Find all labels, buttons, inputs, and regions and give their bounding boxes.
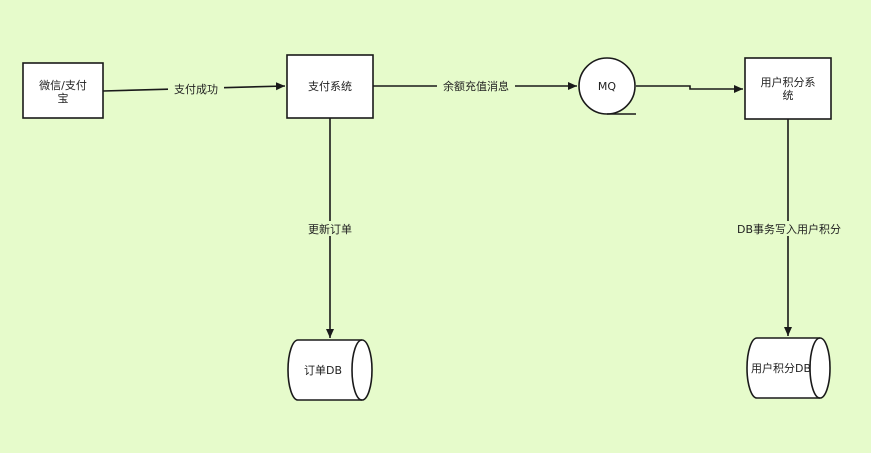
edge-pay-success: 支付成功 xyxy=(102,82,286,97)
edge-label-balance-message: 余额充值消息 xyxy=(443,79,509,93)
node-label: MQ xyxy=(598,80,616,93)
node-label-line1: 微信/支付 xyxy=(39,78,87,92)
node-wechat-alipay: 微信/支付 宝 xyxy=(22,62,104,119)
edge-balance-message: 余额充值消息 xyxy=(373,79,577,94)
edge-label-bg xyxy=(437,79,515,94)
edge-label-db-tx-points: DB事务写入用户积分 xyxy=(737,222,841,236)
node-order-db: 订单DB xyxy=(287,339,373,401)
edge-label-bg xyxy=(168,82,224,97)
edge-label-bg xyxy=(730,221,848,236)
node-label: 订单DB xyxy=(304,364,342,377)
edge-db-tx-points: DB事务写入用户积分 xyxy=(730,119,848,336)
node-points-system: 用户积分系 统 xyxy=(744,57,832,120)
node-label-line1: 用户积分系 xyxy=(761,75,816,89)
edge-update-order: 更新订单 xyxy=(303,118,357,338)
node-label-line2: 统 xyxy=(783,89,794,102)
node-label-line2: 宝 xyxy=(58,91,69,105)
node-mq: MQ xyxy=(578,57,636,115)
node-points-db: 用户积分DB xyxy=(746,337,831,399)
node-payment-system: 支付系统 xyxy=(286,54,374,119)
node-label: 用户积分DB xyxy=(751,361,811,375)
edge-label-update-order: 更新订单 xyxy=(308,222,352,236)
node-label: 支付系统 xyxy=(308,80,352,93)
edge-label-bg xyxy=(303,221,357,236)
edge-mq-to-points xyxy=(636,85,743,93)
edge-label-pay-success: 支付成功 xyxy=(174,83,218,96)
